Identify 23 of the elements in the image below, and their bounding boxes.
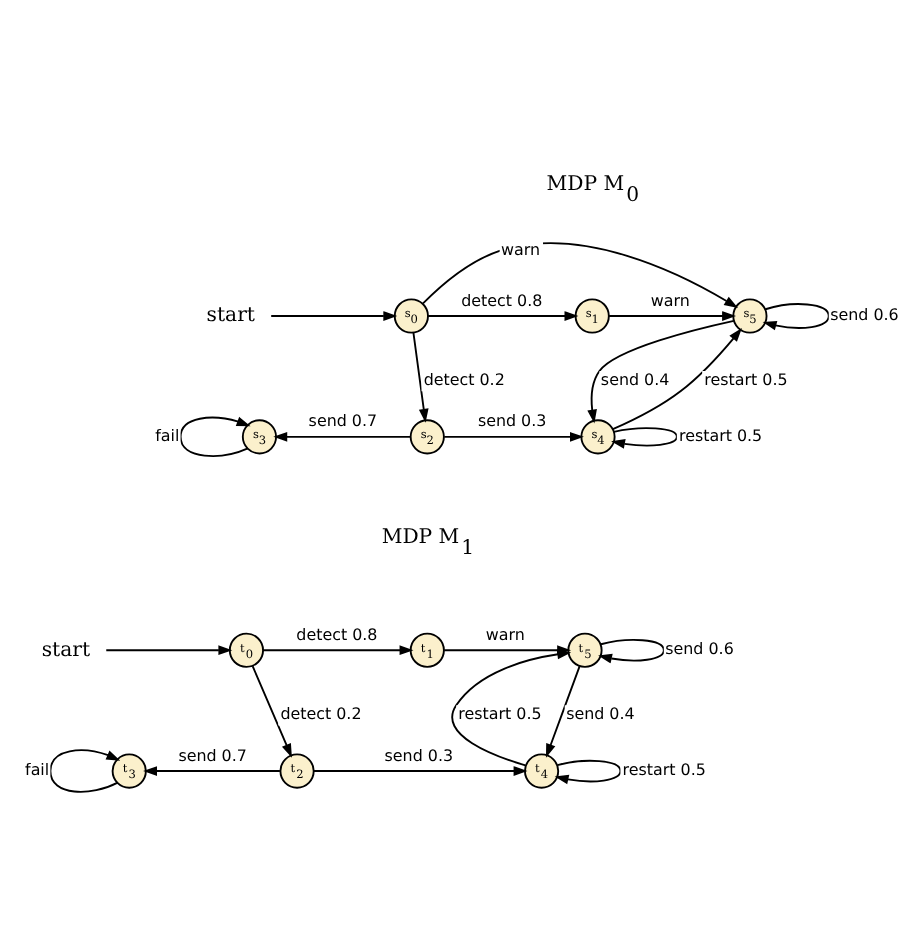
arrow [312,766,528,776]
arrow [49,749,121,793]
arrow [179,416,251,457]
arrow [611,327,742,431]
arrow [143,766,281,776]
arrow [412,331,429,423]
arrow [611,427,678,449]
arrow [587,319,735,424]
arrow [105,645,233,656]
arrow [762,303,830,331]
node-text: start [41,639,91,662]
arrow [451,649,572,767]
arrow [598,639,665,664]
arrow [273,431,412,442]
arrow [443,431,584,442]
arrow [270,311,398,321]
arrow [608,311,736,321]
arrow [251,665,292,758]
arrow [545,665,581,758]
node-text: start [206,305,256,328]
arrow [554,759,622,785]
arrow [262,645,414,656]
arrow [427,311,579,321]
